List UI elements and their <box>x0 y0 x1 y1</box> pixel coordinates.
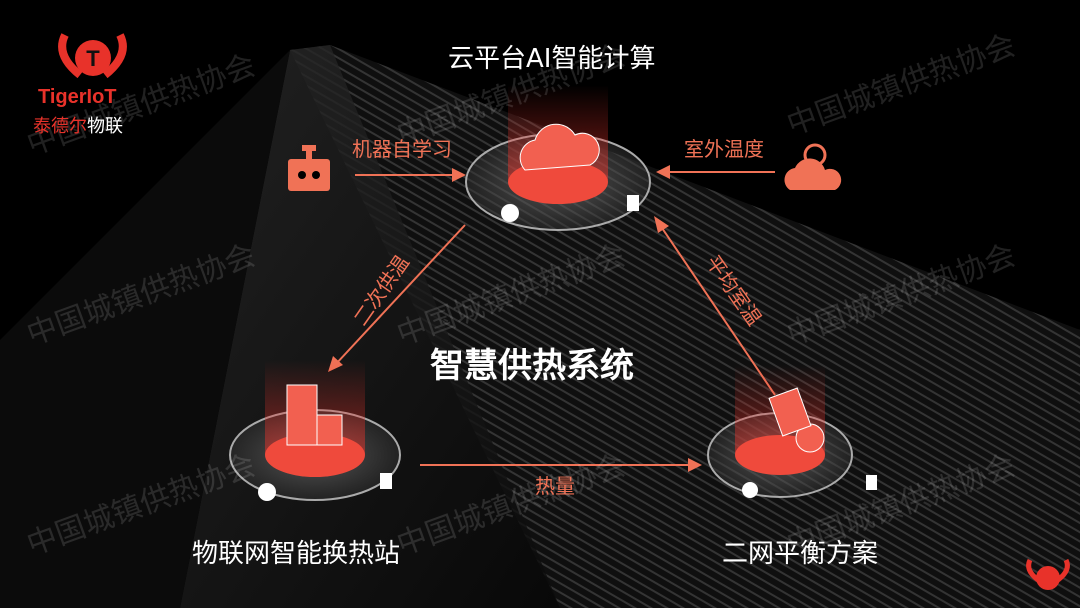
document-icon <box>380 473 392 489</box>
logo-brand: TigerIoT <box>38 86 117 108</box>
logo-cn-red: 泰德尔 <box>33 116 87 137</box>
node-station-label: 物联网智能换热站 <box>192 539 401 569</box>
label-machine-learning: 机器自学习 <box>352 137 452 161</box>
platform-cloud <box>465 85 651 231</box>
robot-icon <box>288 145 330 191</box>
document-icon <box>627 195 639 211</box>
label-heat: 热量 <box>535 474 575 498</box>
building-icon <box>286 384 318 446</box>
logo-cn: 泰德尔物联 <box>33 112 123 138</box>
svg-text:T: T <box>86 46 100 71</box>
logo: T <box>58 33 1070 590</box>
play-icon <box>258 483 276 501</box>
arrows <box>328 165 776 472</box>
sun-cloud-icon <box>784 143 842 190</box>
document-icon <box>866 475 877 490</box>
play-icon <box>501 204 519 222</box>
platform-balance <box>707 365 877 498</box>
corner-logo <box>1036 566 1060 590</box>
arrow-secondary-supply <box>334 224 466 366</box>
cloud-platform-title: 云平台AI智能计算 <box>448 44 656 74</box>
play-icon <box>742 482 758 498</box>
label-outdoor-temp: 室外温度 <box>684 137 764 161</box>
node-balance-label: 二网平衡方案 <box>722 539 879 569</box>
logo-cn-white: 物联 <box>87 116 123 137</box>
cloud-icon <box>519 123 600 171</box>
center-title: 智慧供热系统 <box>430 346 634 386</box>
platform-station <box>229 360 401 501</box>
